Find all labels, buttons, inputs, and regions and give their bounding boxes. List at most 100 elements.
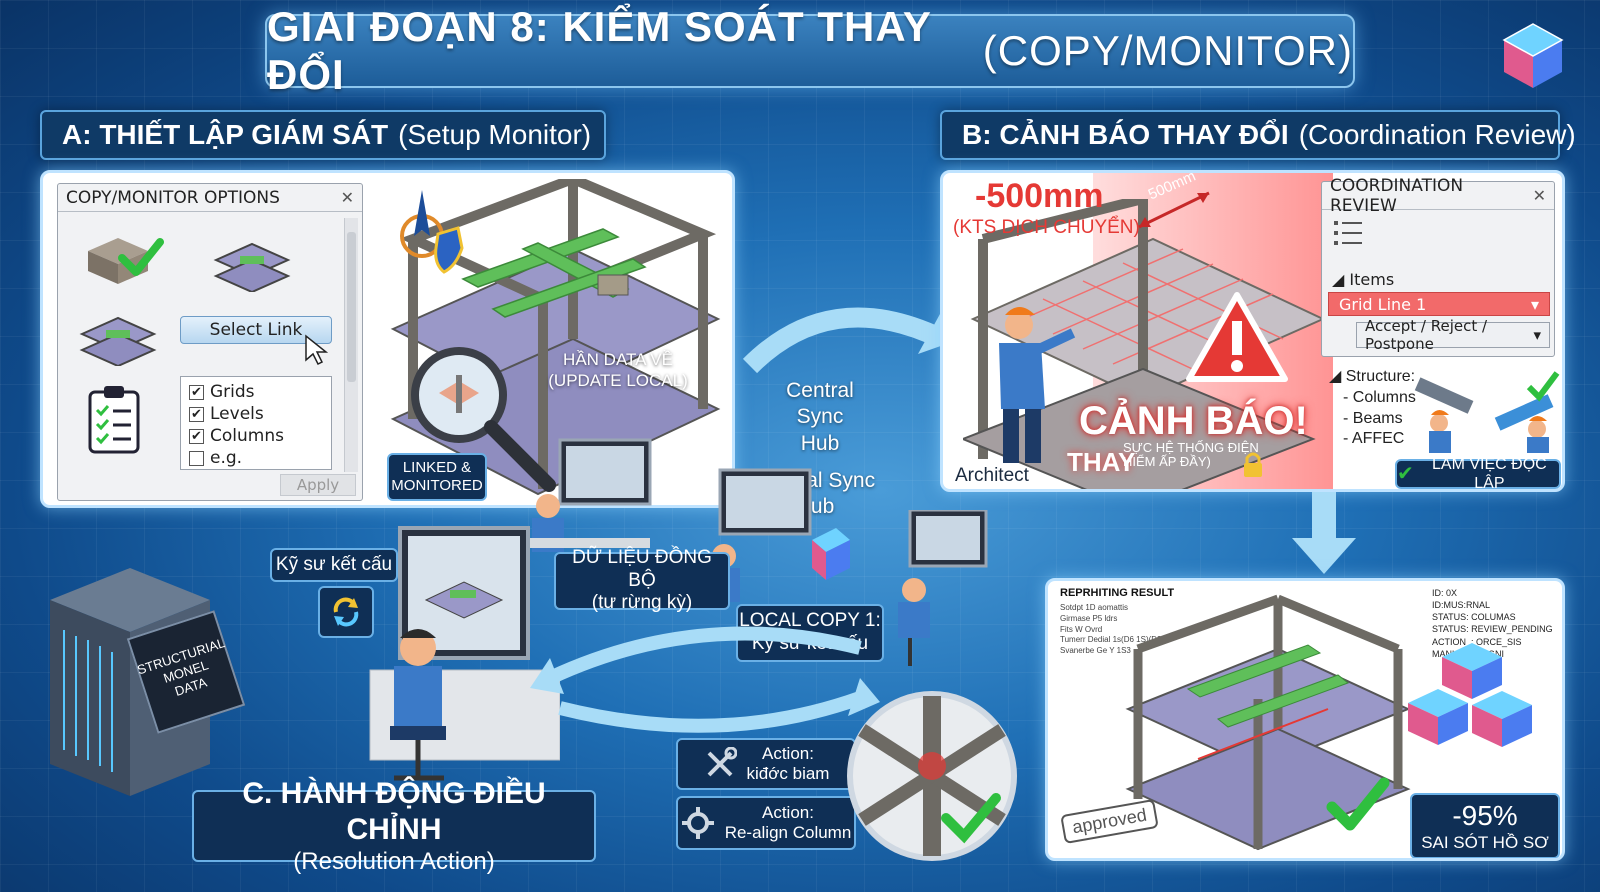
result-heading: REPRHITING RESULT xyxy=(1060,587,1175,599)
data-sync-label: DỮ LIỆU ĐỒNG BỘ (tư rừng kỳ) xyxy=(554,547,730,613)
section-b-header: B: CẢNH BÁO THAY ĐỔI (Coordination Revie… xyxy=(940,110,1576,160)
title-sub: (COPY/MONITOR) xyxy=(982,27,1353,74)
workstation-3-illustration xyxy=(898,510,988,666)
error-reduction-metric: -95% SAI SÓT HỒ SƠ xyxy=(1410,793,1560,858)
coordination-review-dialog: COORDINATION REVIEW ✕ ◢ Items Grid Line … xyxy=(1321,176,1555,357)
model-check-icon[interactable] xyxy=(78,226,164,286)
sync-refresh-icon[interactable] xyxy=(318,586,374,638)
items-label: Items xyxy=(1349,270,1395,289)
review-title-bar: COORDINATION REVIEW ✕ xyxy=(1322,176,1554,216)
action-dropdown[interactable]: Accept / Reject / Postpone ▾ xyxy=(1356,317,1550,353)
section-c-subtitle: (Resolution Action) xyxy=(293,847,495,875)
building-alert-illustration xyxy=(963,199,1326,489)
action-2-box[interactable]: Action: Re-align Column xyxy=(676,796,856,850)
gear-icon xyxy=(681,807,714,839)
structure-tree: ◢ Structure: - Columns - Beams - AFFEC xyxy=(1329,367,1449,450)
architect-label: Architect xyxy=(955,465,1029,486)
close-icon[interactable]: ✕ xyxy=(340,188,354,207)
dimension-arrow-icon xyxy=(1138,191,1210,229)
action-1-box[interactable]: Action: kiđớc biam xyxy=(676,738,856,790)
sync-cycle-arrows xyxy=(530,626,880,733)
compass-shield-icon xyxy=(400,190,464,274)
result-line: Svanerbe Ge Y 1S3 xyxy=(1060,646,1131,656)
dialog-title: COPY/MONITOR OPTIONS xyxy=(66,187,280,208)
workstation-1-illustration xyxy=(510,438,652,552)
action-1-label: Action: kiđớc biam xyxy=(746,743,830,783)
grid-line-label: Grid Line 1 xyxy=(1339,294,1427,314)
coordination-review-panel: -500mm (KTS DỊCH CHUYỂN) 500mm CẢNH BÁO!… xyxy=(940,170,1565,492)
linked-monitored-label: LINKED & MONITORED xyxy=(387,453,487,501)
grid-line-row[interactable]: Grid Line 1 ▾ xyxy=(1328,292,1550,316)
checkbox-box[interactable]: ✔ xyxy=(189,428,204,444)
items-tree-node[interactable]: ◢ Items xyxy=(1332,270,1395,289)
tree-child[interactable]: - Columns xyxy=(1343,388,1416,406)
section-b-subtitle: (Coordination Review) xyxy=(1298,119,1576,150)
checkbox-box[interactable] xyxy=(189,450,204,466)
result-line: STATUS: REVIEW_PENDING xyxy=(1432,624,1553,635)
column-zoom-circle xyxy=(847,691,1017,861)
dialog-scrollbar[interactable] xyxy=(344,218,358,472)
result-line: ID: 0X xyxy=(1432,588,1458,598)
apply-button[interactable]: Apply xyxy=(280,474,356,496)
action-dropdown-value: Accept / Reject / Postpone xyxy=(1365,317,1488,353)
page-title: GIAI ĐOẠN 8: KIỂM SOÁT THAY ĐỔI (COPY/MO… xyxy=(265,3,1355,98)
levels-checkbox[interactable]: ✔ Levels xyxy=(189,403,323,425)
checkbox-label: Columns xyxy=(210,426,284,446)
result-line: Sotdpt 1D aomattis xyxy=(1060,603,1129,612)
chevron-down-icon[interactable]: ▾ xyxy=(1533,326,1541,344)
central-sync-hub-label-1: Central Sync Hub xyxy=(786,379,854,455)
magnifier-icon xyxy=(411,347,556,492)
list-icon[interactable] xyxy=(1332,218,1366,248)
section-a-header: A: THIẾT LẬP GIÁM SÁT (Setup Monitor) xyxy=(40,110,606,160)
metric-value: -95% xyxy=(1452,800,1518,831)
checkbox-box[interactable]: ✔ xyxy=(189,406,204,422)
warning-sub: THAY xyxy=(1067,447,1136,477)
check-icon: ✔ xyxy=(1397,463,1414,485)
section-c-title: C. HÀNH ĐỘNG ĐIỀU CHỈNH xyxy=(242,776,546,846)
title-main: GIAI ĐOẠN 8: KIỂM SOÁT THAY ĐỔI xyxy=(267,3,932,98)
structure-label: Structure: xyxy=(1345,368,1416,385)
action-2-label: Action: Re-align Column xyxy=(724,802,852,842)
lock-icon xyxy=(1244,452,1262,477)
scrollbar-thumb[interactable] xyxy=(347,232,356,382)
checkbox-label: Levels xyxy=(210,404,264,424)
checkbox-label: Grids xyxy=(210,382,255,402)
result-line: Tumerr Dedial 1s(D6 1S)(D20 xyxy=(1060,635,1166,645)
checkbox-label: e.g. xyxy=(210,448,243,468)
building-thumb-icon[interactable] xyxy=(210,230,294,292)
warning-small-text: SỰC HỆ THỐNG ĐIỆN HIỂM ẤP ĐẦY) xyxy=(1123,440,1259,470)
workers-beams-illustration xyxy=(1414,371,1560,453)
cursor-arrow-icon xyxy=(305,334,329,366)
tree-child[interactable]: - Beams xyxy=(1343,409,1403,427)
columns-checkbox[interactable]: ✔ Columns xyxy=(189,425,323,447)
work-independent-badge: ✔ LÀM VIỆC ĐỘC LẬP xyxy=(1395,456,1561,489)
review-title: COORDINATION REVIEW xyxy=(1330,175,1464,216)
warning-triangle-icon xyxy=(1186,292,1288,382)
checkbox-box[interactable]: ✔ xyxy=(189,384,204,400)
clipboard-checklist-icon xyxy=(88,386,140,454)
wrench-screwdriver-icon xyxy=(707,747,737,777)
section-a-title: A: THIẾT LẬP GIÁM SÁT xyxy=(62,119,389,150)
eg-checkbox[interactable]: e.g. xyxy=(189,447,323,469)
metric-label: SAI SÓT HỒ SƠ xyxy=(1421,832,1549,852)
close-icon[interactable]: ✕ xyxy=(1532,186,1546,205)
approved-building-illustration xyxy=(1125,594,1411,851)
offset-value: -500mm xyxy=(975,177,1104,215)
result-line: Fits W Ovrd xyxy=(1060,624,1103,634)
refresh-arrows-icon xyxy=(333,597,359,627)
grids-checkbox[interactable]: ✔ Grids xyxy=(189,381,323,403)
structural-engineer-label: Kỹ sư kết cấu xyxy=(270,548,398,582)
result-panel: REPRHITING RESULT Sotdpt 1D aomattis Gir… xyxy=(1045,578,1565,861)
result-line: STATUS: COLUMAS xyxy=(1432,612,1516,623)
section-c-header: C. HÀNH ĐỘNG ĐIỀU CHỈNH (Resolution Acti… xyxy=(192,777,596,875)
chevron-down-icon[interactable]: ▾ xyxy=(1530,294,1539,314)
building-thumb-2-icon[interactable] xyxy=(76,304,160,366)
cube-logo-icon xyxy=(1502,23,1564,88)
flow-arrow-a-to-b xyxy=(742,307,952,374)
category-checklist: ✔ Grids ✔ Levels ✔ Columns e.g. xyxy=(180,376,332,470)
section-a-subtitle: (Setup Monitor) xyxy=(398,119,592,150)
tree-child[interactable]: - AFFEC xyxy=(1343,430,1405,448)
offset-note: (KTS DỊCH CHUYỂN) xyxy=(953,217,1140,238)
result-left-lines: Sotdpt 1D aomattis Girmase P5 ldrs Fits … xyxy=(1060,603,1166,657)
structure-node[interactable]: ◢ Structure: xyxy=(1329,368,1416,385)
